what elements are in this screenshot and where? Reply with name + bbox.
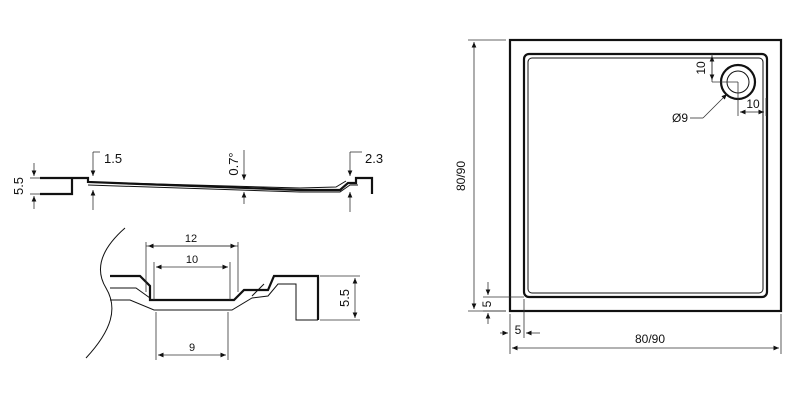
detail-dim-height: 5.5 xyxy=(337,289,352,307)
detail-dim-bottom-width: 9 xyxy=(189,342,195,354)
top-dim-rim-y: 5 xyxy=(480,300,494,307)
detail-dim-inner-width: 10 xyxy=(186,254,198,266)
side-dim-slope: 0.7° xyxy=(226,152,241,175)
top-dim-drain-offset-x: 10 xyxy=(746,97,760,111)
side-profile-outline xyxy=(40,176,374,196)
top-view: 10 10 Ø9 80/90 80/90 5 5 xyxy=(454,38,783,354)
top-dim-rim-x: 5 xyxy=(515,323,522,337)
top-dim-overall-height: 80/90 xyxy=(454,161,468,191)
top-dim-overall-width: 80/90 xyxy=(635,332,665,346)
side-dim-rim-left: 1.5 xyxy=(104,151,122,166)
side-dim-height-left: 5.5 xyxy=(11,177,26,195)
top-dim-drain-offset-y: 10 xyxy=(694,61,708,75)
side-dim-rim-right: 2.3 xyxy=(365,151,383,166)
tray-inner-basin xyxy=(522,52,769,299)
detail-section-outline xyxy=(110,274,320,320)
detail-section-view: 12 10 9 5.5 xyxy=(85,227,360,360)
tray-outer-edge xyxy=(508,38,783,313)
detail-break-line xyxy=(85,227,126,359)
side-profile-view: 5.5 1.5 0.7° 2.3 xyxy=(11,150,383,212)
detail-dim-outer-width: 12 xyxy=(185,233,197,245)
top-dim-drain-diameter: Ø9 xyxy=(672,111,688,125)
side-profile-surface xyxy=(87,180,347,189)
